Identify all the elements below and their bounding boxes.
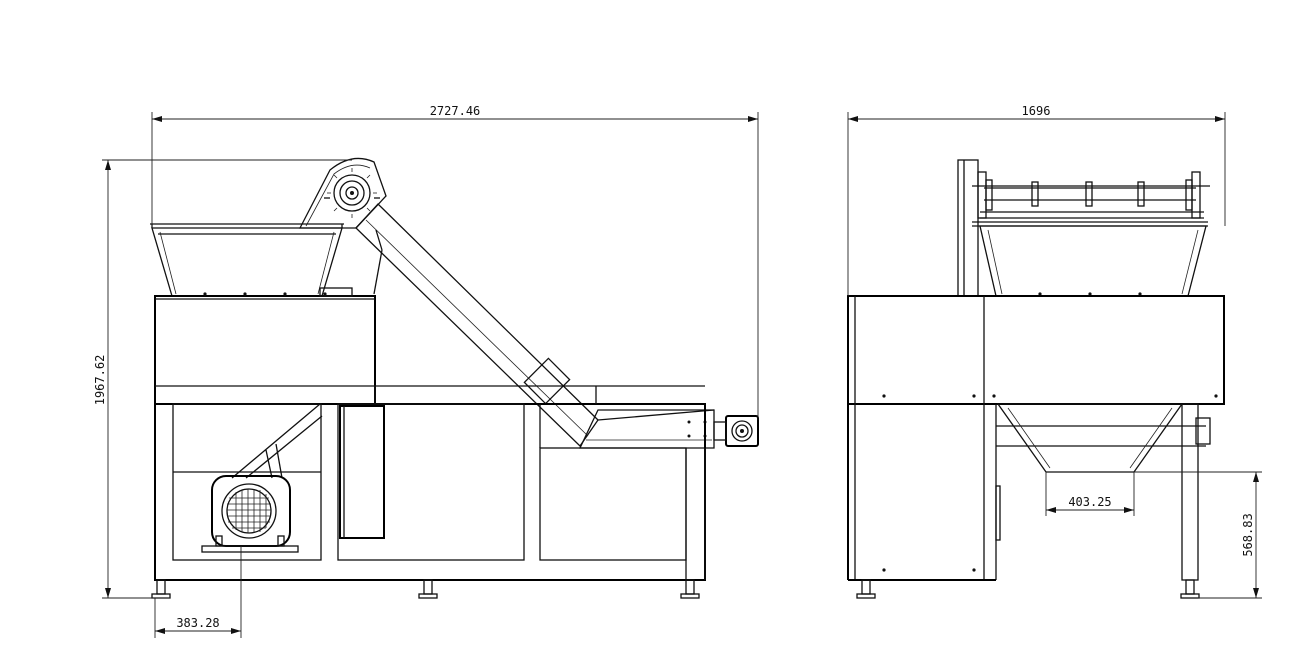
outlet-height-label: 568.83 xyxy=(1241,513,1255,556)
dim-motor-offset: 383.28 xyxy=(154,546,242,638)
conveyor-head xyxy=(298,157,387,229)
side-legs xyxy=(856,403,1200,599)
motor-fan-grille xyxy=(227,489,271,533)
side-hopper xyxy=(979,225,1207,297)
base-frame xyxy=(154,385,706,581)
outlet-width-label: 403.25 xyxy=(1068,495,1111,509)
side-view: 1696 403.25 568.83 xyxy=(847,104,1262,599)
dim-overall-length: 2727.46 xyxy=(151,104,759,420)
inclined-conveyor xyxy=(355,203,715,449)
shredder-motor xyxy=(201,475,299,553)
sprocket-teeth xyxy=(327,168,377,218)
overall-length-label: 2727.46 xyxy=(430,104,481,118)
side-conveyor-head xyxy=(957,159,1210,297)
feed-hopper xyxy=(150,223,344,297)
side-width-label: 1696 xyxy=(1022,104,1051,118)
dim-outlet-height: 568.83 xyxy=(1134,471,1262,599)
side-discharge-hopper xyxy=(996,403,1211,473)
front-view: 2727.46 1967.62 383.28 xyxy=(93,104,759,638)
overall-height-label: 1967.62 xyxy=(93,355,107,406)
motor-offset-label: 383.28 xyxy=(176,616,219,630)
dim-overall-height: 1967.62 xyxy=(93,159,352,599)
dim-outlet-width: 403.25 xyxy=(1045,472,1135,516)
front-feet xyxy=(151,579,700,599)
side-body xyxy=(847,295,1225,581)
motor-bracket xyxy=(231,403,323,479)
dim-side-width: 1696 xyxy=(847,104,1226,296)
tail-gear-motor xyxy=(713,415,759,447)
